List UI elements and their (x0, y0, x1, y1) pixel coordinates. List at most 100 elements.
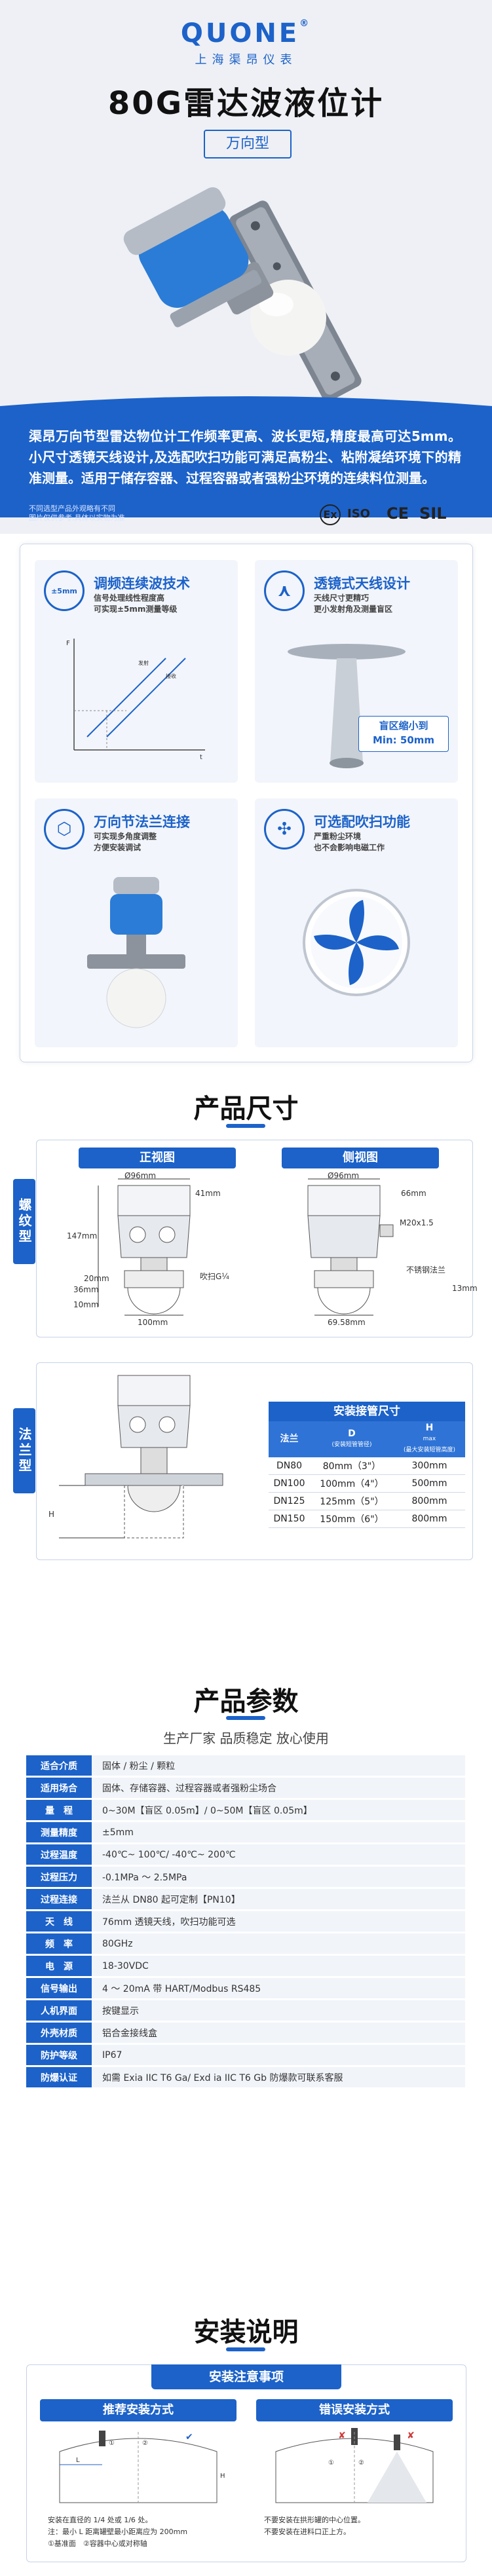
dim-width-100-label: 100mm (138, 1318, 168, 1327)
lens-antenna-icon: ⋏ (264, 570, 305, 611)
diameter-col-header: D(安装短管管径) (310, 1421, 394, 1457)
flange-col-header: 法兰 (269, 1421, 311, 1457)
svg-text:F: F (66, 640, 70, 647)
svg-text:✔: ✔ (185, 2432, 193, 2442)
feature-card-purge: ✣ 可选配吹扫功能 严重粉尘环境 也不会影响电磁工作 (255, 798, 458, 1047)
flange-table-cell: DN80 (269, 1457, 311, 1475)
cert-sil-icon: SIL (419, 504, 447, 523)
bad-install-diagram: ② ① ✘ ✘ (275, 2428, 434, 2503)
params-row: 防爆认证如需 Exia IIC T6 Ga/ Exd ia IIC T6 Gb … (26, 2066, 465, 2089)
params-row: 过程连接法兰从 DN80 起可定制【PN10】 (26, 1888, 465, 1911)
param-value: 80GHz (92, 1932, 465, 1956)
params-row: 过程压力-0.1MPa ～ 2.5MPa (26, 1865, 465, 1889)
feature-desc: 严重粉尘环境 也不会影响电磁工作 (314, 832, 385, 852)
feature-desc: 信号处理线性程度高 可实现±5mm测量等级 (94, 593, 178, 614)
feature-title: 可选配吹扫功能 (314, 814, 410, 830)
svg-text:L: L (76, 2457, 80, 2464)
product-description: 渠昂万向节型雷达物位计工作频率更高、波长更短,精度最高可达5mm。小尺寸透镜天线… (29, 428, 461, 486)
install-card: 安装注意事项 推荐安装方式 错误安装方式 L ① ② H ✔ ② ① ✘ ✘ 安… (26, 2364, 466, 2562)
param-key: 测量精度 (26, 1821, 92, 1844)
dim-height-36-label: 36mm (73, 1285, 99, 1294)
flange-table-cell: 800mm (393, 1510, 465, 1528)
cable-gland-label: M20x1.5 (400, 1218, 434, 1227)
svg-text:H: H (220, 2473, 225, 2480)
param-key: 信号输出 (26, 1977, 92, 2000)
feature-panel: ±5mm 调频连续波技术 信号处理线性程度高 可实现±5mm测量等级 F t 发… (20, 544, 473, 1062)
flange-table-cell: DN100 (269, 1474, 311, 1493)
svg-text:t: t (200, 754, 202, 761)
flange-table-cell: 300mm (393, 1457, 465, 1475)
param-key: 频 率 (26, 1932, 92, 1956)
params-subtitle: 生产厂家 品质稳定 放心使用 (163, 1730, 329, 1746)
svg-text:✘: ✘ (407, 2431, 415, 2441)
flange-type-tab: 法兰型 (13, 1408, 35, 1493)
joint-product-image (87, 877, 185, 1028)
thread-type-card (36, 1140, 473, 1337)
dim-height-41-label: 41mm (195, 1189, 221, 1198)
flange-table-cell: 500mm (393, 1474, 465, 1493)
side-view-header: 侧视图 (282, 1148, 439, 1168)
install-title: 安装说明 (193, 2317, 299, 2347)
thread-side-drawing (307, 1178, 394, 1316)
svg-text:②: ② (358, 2459, 364, 2467)
param-value: 法兰从 DN80 起可定制【PN10】 (92, 1888, 465, 1911)
svg-text:①: ① (328, 2459, 334, 2467)
params-row: 人机界面按键显示 (26, 1999, 465, 2023)
lens-antenna-image (288, 644, 406, 768)
param-value: 18-30VDC (92, 1954, 465, 1978)
param-key: 人机界面 (26, 1999, 92, 2023)
params-title-underline (226, 1716, 265, 1720)
brand-subtitle: 上海渠昂仪表 (195, 53, 297, 67)
cert-ce-icon: CE (387, 504, 409, 523)
flange-table-cell: 125mm（5"） (310, 1492, 394, 1510)
install-title-underline (226, 2347, 265, 2351)
param-value: 如需 Exia IIC T6 Ga/ Exd ia IIC T6 Gb 防爆款可… (92, 2066, 465, 2089)
good-install-header: 推荐安装方式 (40, 2399, 237, 2421)
param-key: 过程连接 (26, 1888, 92, 1911)
bad-install-text: 不要安装在拱形罐的中心位置。 不要安装在进料口正上方。 (264, 2516, 365, 2536)
param-value: 铝合金接线盒 (92, 2021, 465, 2045)
good-install-text: 安装在直径的 1/4 处或 1/6 处。 注：最小 L 距离罐壁最小距离应为 2… (48, 2516, 188, 2548)
feature-title: 透镜式天线设计 (314, 576, 410, 591)
nut-icon: ⬡ (44, 809, 85, 849)
param-key: 适合介质 (26, 1755, 92, 1778)
params-title: 产品参数 (193, 1687, 299, 1717)
product-image (123, 187, 362, 401)
param-key: 防护等级 (26, 2044, 92, 2067)
param-value: 固体 / 粉尘 / 颗粒 (92, 1755, 465, 1778)
purge-fan-image (303, 889, 410, 996)
dimensions-title-underline (226, 1124, 265, 1128)
params-row: 外壳材质铝合金接线盒 (26, 2021, 465, 2045)
param-key: 过程温度 (26, 1843, 92, 1867)
flange-table-cell: 800mm (393, 1492, 465, 1510)
param-key: 电 源 (26, 1954, 92, 1978)
params-row: 适用场合固体、存储容器、过程容器或者强粉尘场合 (26, 1776, 465, 1800)
svg-text:接收: 接收 (166, 673, 176, 679)
flange-table-cell: 80mm（3"） (310, 1457, 394, 1475)
feature-desc: 可实现多角度调整 方便安装调试 (94, 832, 157, 852)
front-view-header: 正视图 (79, 1148, 236, 1168)
feature-desc: 天线尺寸更精巧 更小发射角及测量盲区 (314, 593, 393, 614)
params-row: 测量精度±5mm (26, 1821, 465, 1844)
product-variant-badge: 万向型 (204, 130, 292, 159)
dim-height-13-label: 13mm (452, 1284, 478, 1293)
purge-port-label: 吹扫G¼ (200, 1272, 229, 1281)
svg-text:②: ② (142, 2440, 148, 2447)
feature-card-joint: ⬡ 万向节法兰连接 可实现多角度调整 方便安装调试 (35, 798, 238, 1047)
dim-side-diameter-label: Ø96mm (328, 1171, 360, 1180)
image-disclaimer: 不同选型产品外观略有不同 图片仅供参考,具体以实物为准 (29, 504, 125, 522)
dim-height-10-label: 10mm (73, 1300, 99, 1309)
product-title: 80G雷达波液位计 (107, 85, 385, 122)
flange-front-drawing (59, 1375, 223, 1539)
feature-card-fmcw: ±5mm 调频连续波技术 信号处理线性程度高 可实现±5mm测量等级 F t 发… (35, 560, 238, 783)
flange-table-cell: 150mm（6"） (310, 1510, 394, 1528)
fan-icon: ✣ (264, 809, 305, 849)
